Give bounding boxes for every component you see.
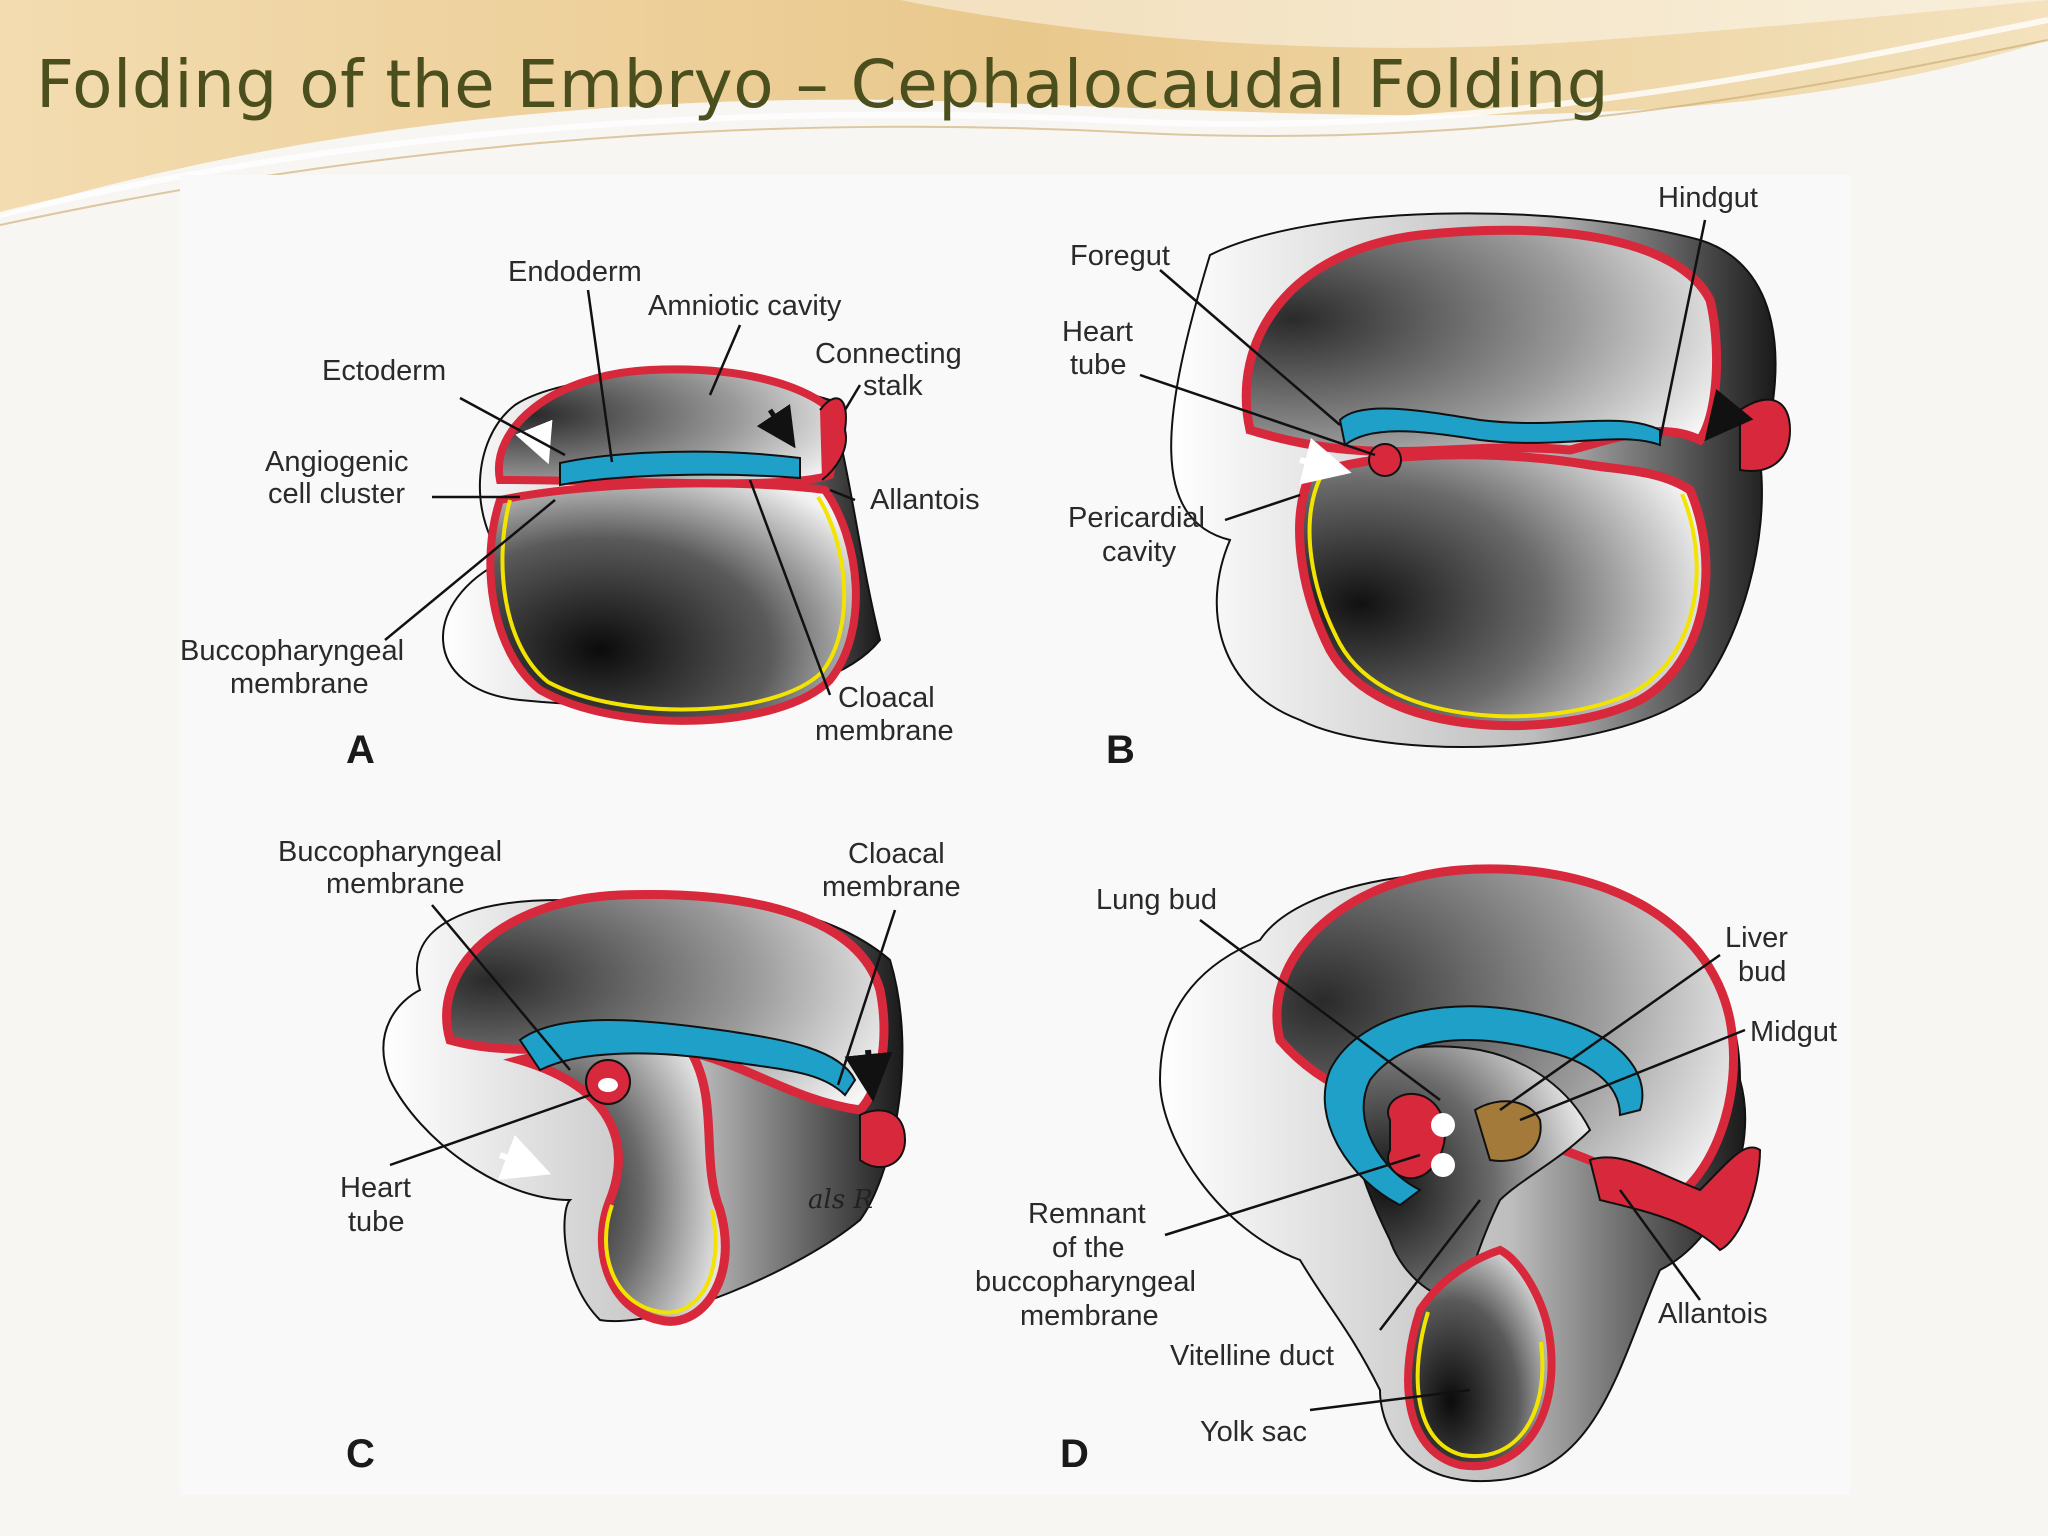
label-liver-bud-line2: bud: [1738, 956, 1787, 988]
panel-d-leader-lines: [1164, 919, 1746, 1412]
label-remnant-line4: membrane: [1020, 1300, 1159, 1332]
slide-title: Folding of the Embryo – Cephalocaudal Fo…: [36, 46, 1610, 123]
label-angiogenic-line1: Angiogenic: [265, 446, 409, 478]
label-ectoderm: Ectoderm: [322, 355, 447, 387]
panel-b-leader-lines: [1139, 219, 1707, 522]
panel-b-drawing: [1170, 212, 1792, 749]
label-heart-tube-line1: Heart: [1062, 316, 1133, 348]
label-vitelline-duct: Vitelline duct: [1170, 1340, 1334, 1372]
label-yolk-sac: Yolk sac: [1200, 1416, 1307, 1448]
label-buccopharyngeal-line2: membrane: [326, 868, 465, 900]
label-remnant-line3: buccopharyngeal: [975, 1266, 1196, 1298]
label-remnant-line2: of the: [1052, 1232, 1125, 1264]
panel-a-leader-lines: [384, 289, 862, 696]
label-hindgut: Hindgut: [1658, 182, 1758, 214]
label-liver-bud-line1: Liver: [1725, 922, 1788, 954]
label-pericardial-line2: cavity: [1102, 536, 1177, 568]
label-allantois: Allantois: [870, 484, 980, 516]
label-cloacal-line2: membrane: [815, 715, 954, 747]
label-amniotic-cavity: Amniotic cavity: [648, 290, 842, 322]
label-remnant-line1: Remnant: [1028, 1198, 1146, 1230]
panel-c-letter: C: [346, 1432, 375, 1476]
label-connecting-stalk-line2: stalk: [863, 370, 923, 402]
label-allantois: Allantois: [1658, 1298, 1768, 1330]
panel-b-letter: B: [1106, 728, 1135, 772]
panel-a-letter: A: [346, 728, 375, 772]
label-buccopharyngeal-line1: Buccopharyngeal: [180, 635, 405, 667]
panel-c-leader-lines: [389, 904, 897, 1167]
panel-a-drawing: [442, 365, 882, 725]
label-midgut: Midgut: [1750, 1016, 1838, 1048]
label-heart-tube-line2: tube: [1070, 349, 1127, 381]
label-endoderm: Endoderm: [508, 256, 642, 288]
label-cloacal-line1: Cloacal: [848, 838, 945, 870]
panel-d-letter: D: [1060, 1432, 1089, 1476]
label-heart-tube-line2: tube: [348, 1206, 405, 1238]
label-pericardial-line1: Pericardial: [1068, 502, 1205, 534]
label-buccopharyngeal-line2: membrane: [230, 668, 369, 700]
label-cloacal-line1: Cloacal: [838, 682, 935, 714]
label-heart-tube-line1: Heart: [340, 1172, 411, 1204]
header-wave: [0, 0, 2048, 226]
label-lung-bud: Lung bud: [1096, 884, 1217, 916]
label-buccopharyngeal-line1: Buccopharyngeal: [278, 836, 503, 868]
panel-d-drawing: [1158, 864, 1762, 1483]
label-angiogenic-line2: cell cluster: [268, 478, 405, 510]
label-foregut: Foregut: [1070, 240, 1170, 272]
label-connecting-stalk-line1: Connecting: [815, 338, 962, 370]
label-cloacal-line2: membrane: [822, 871, 961, 903]
artist-signature: als R: [808, 1185, 873, 1215]
